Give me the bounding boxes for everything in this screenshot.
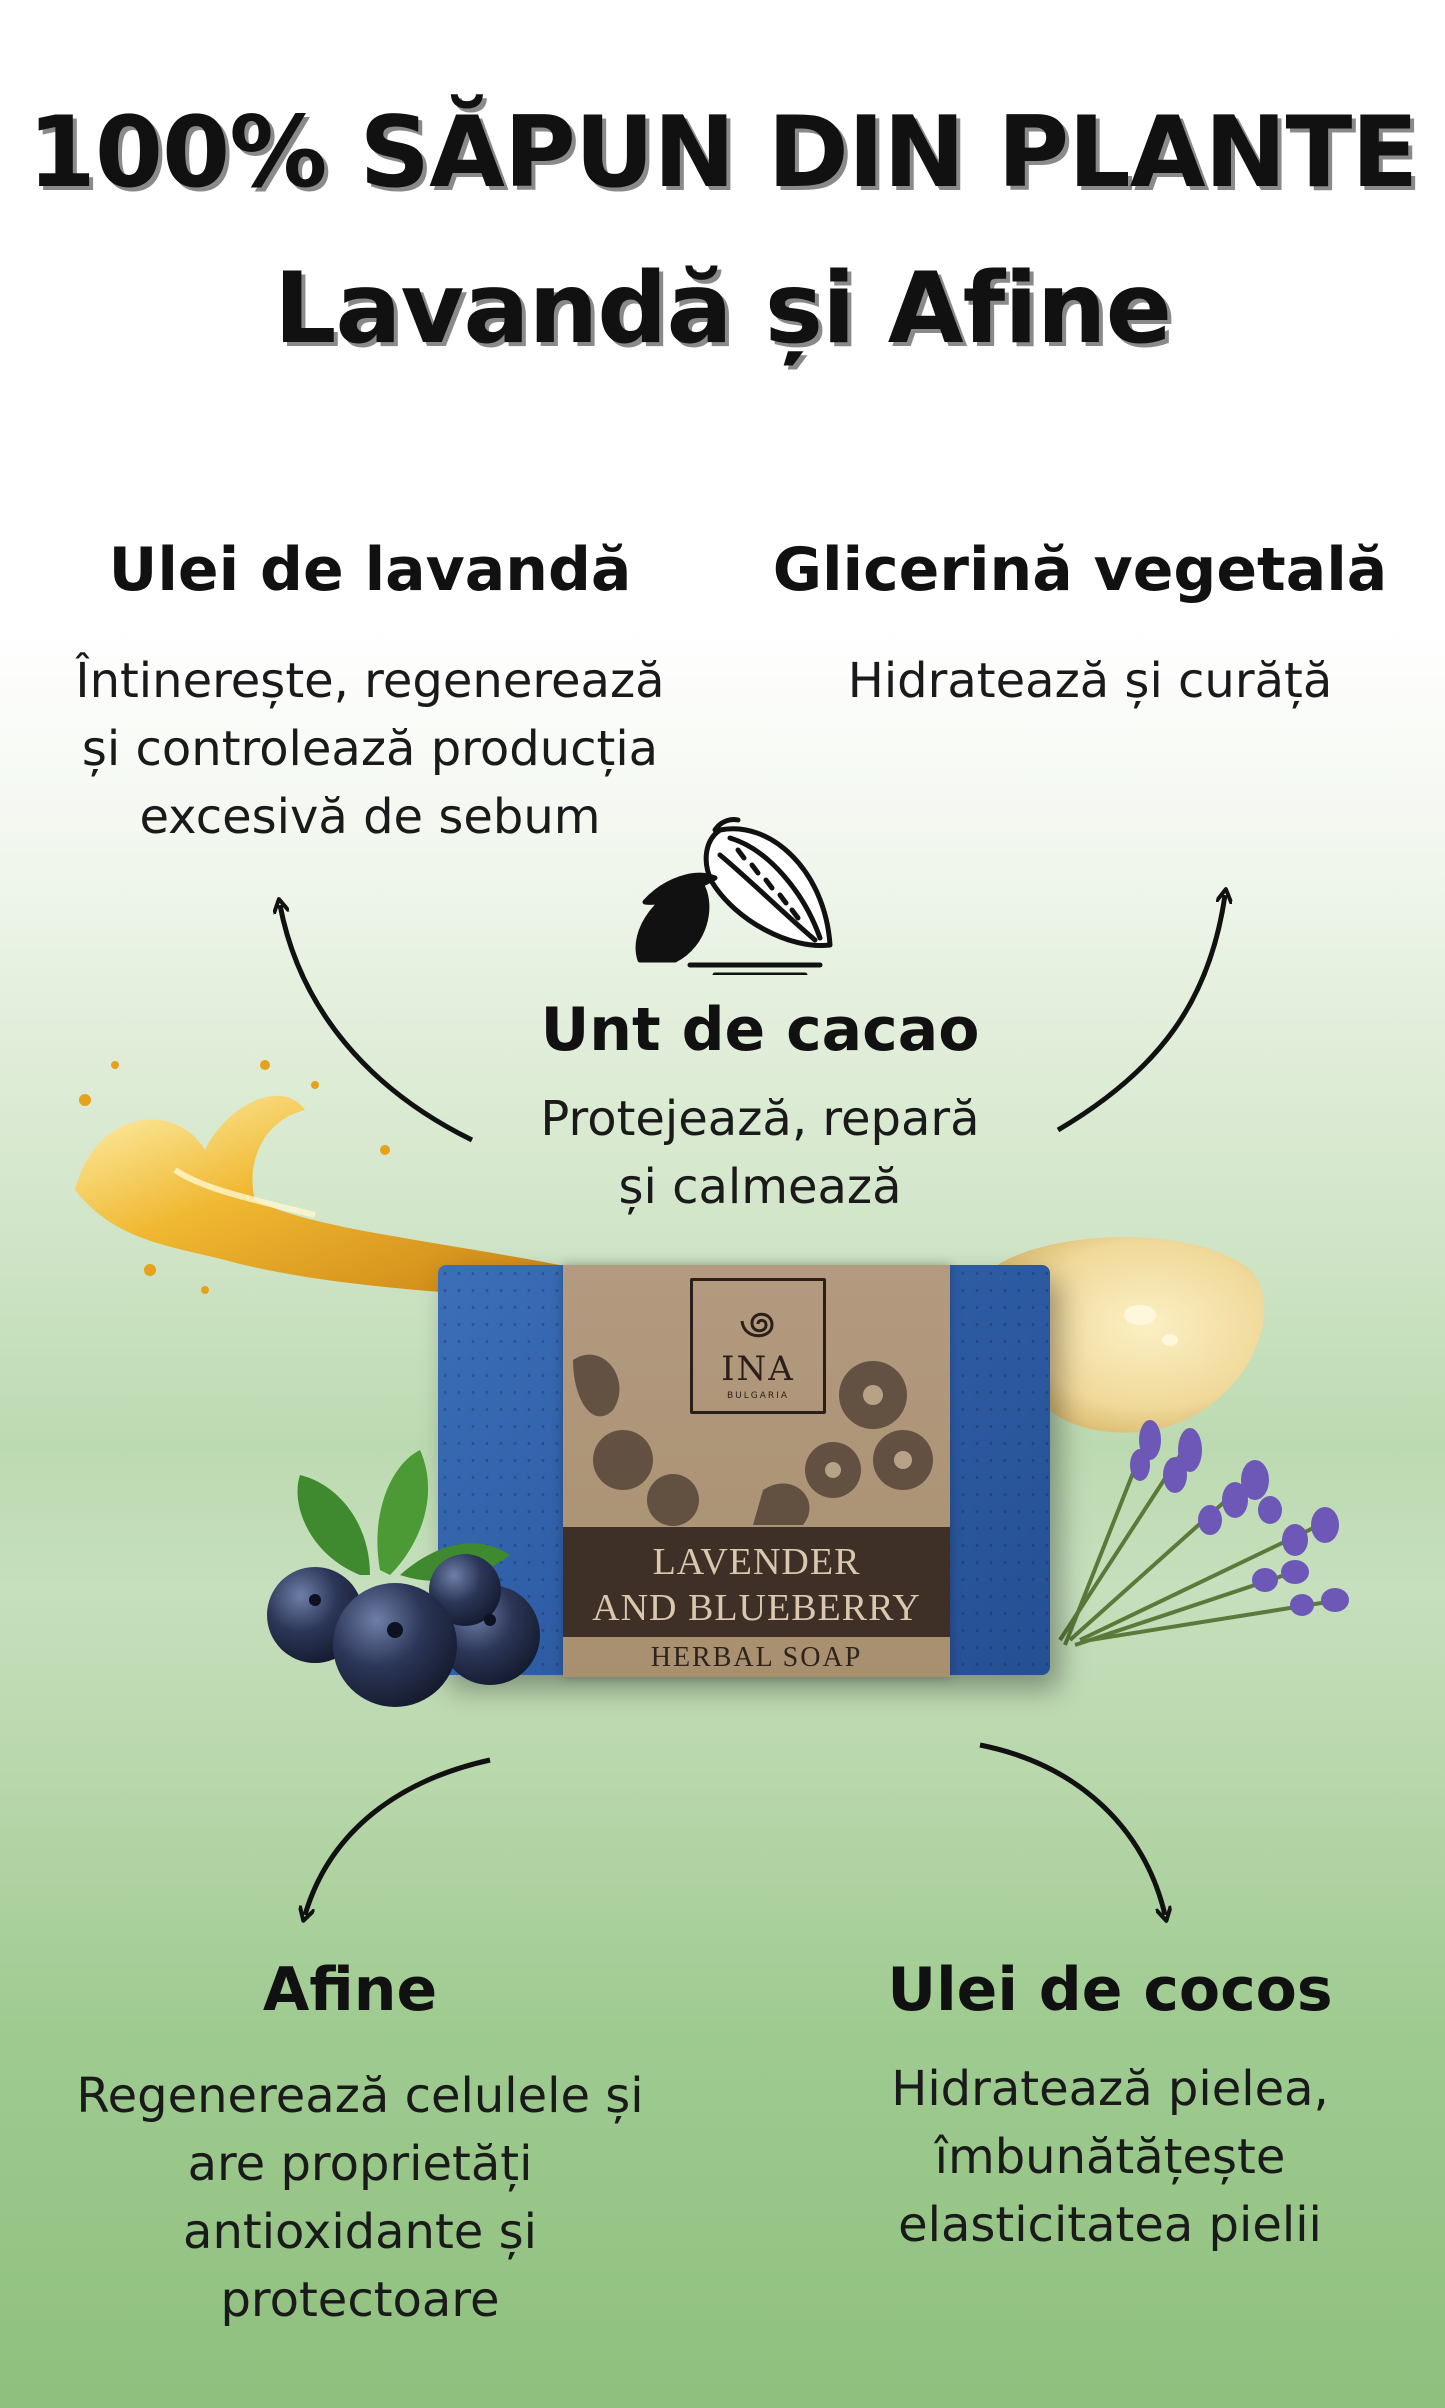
blueberries-description: Regenerează celulele și are proprietăți … [76, 2068, 644, 2328]
cocoa-pod-icon [635, 817, 833, 975]
lavender-oil-title: Ulei de lavandă [108, 535, 632, 605]
product-name-line-2: AND BLUEBERRY [592, 1587, 921, 1629]
brand-name: INA [721, 1349, 795, 1389]
cocoa-butter-description: Protejează, repară și calmează [540, 1091, 980, 1215]
cocoa-butter-title: Unt de cacao [540, 995, 980, 1065]
arrow-to-glycerin [1056, 895, 1225, 1133]
label-illustration [573, 1354, 933, 1526]
blueberry-icon [267, 1450, 540, 1707]
product-type: HERBAL SOAP [650, 1642, 863, 1673]
product-name-band [563, 1527, 950, 1637]
headline-line-1: 100% SĂPUN DIN PLANTE [27, 96, 1419, 210]
lavender-sprig-icon [1058, 1420, 1349, 1647]
coconut-oil-description: Hidratează pielea, îmbunătățește elastic… [891, 2061, 1329, 2253]
coconut-oil-title: Ulei de cocos [887, 1955, 1333, 2025]
glycerin-description: Hidratează și curăță [847, 653, 1333, 709]
glycerin-title: Glicerină vegetală [772, 535, 1388, 605]
headline-line-2: Lavandă și Afine [273, 252, 1172, 366]
blueberries-title: Afine [262, 1955, 438, 2025]
arrow-to-lavender-oil [280, 905, 474, 1143]
product-name-line-1: LAVENDER [652, 1541, 861, 1583]
oil-splash-icon [75, 1060, 585, 1300]
lavender-oil-description: Întinerește, regenerează și controlează … [75, 653, 665, 845]
brand-country: BULGARIA [727, 1391, 789, 1401]
arrow-to-coconut-oil [979, 1742, 1165, 1915]
swirl-icon [740, 1312, 774, 1338]
brand-logo: INA BULGARIA [690, 1278, 826, 1414]
arrow-to-blueberries [305, 1757, 491, 1915]
